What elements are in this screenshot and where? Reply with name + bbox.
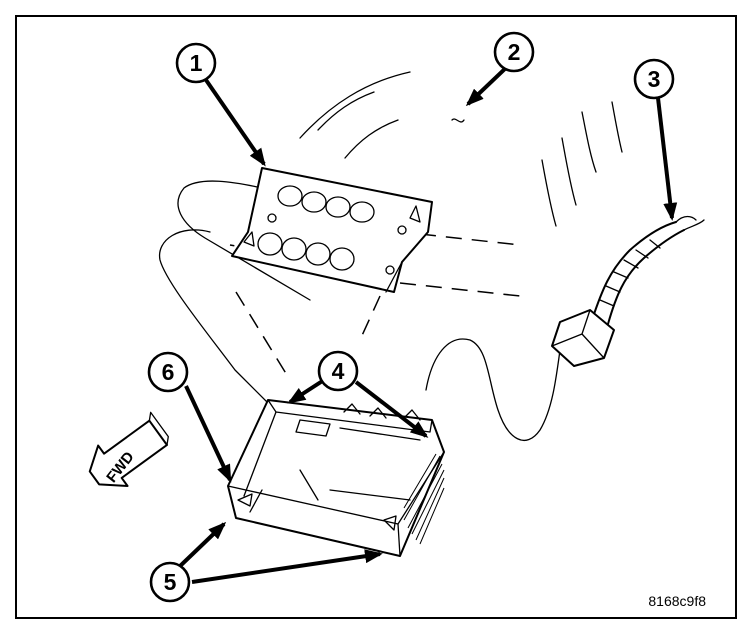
svg-text:3: 3 bbox=[648, 66, 661, 92]
svg-text:4: 4 bbox=[332, 358, 345, 384]
svg-text:6: 6 bbox=[162, 359, 175, 385]
callout-2: 2 bbox=[493, 31, 535, 73]
module-side-fins bbox=[403, 453, 445, 545]
figure-id: 8168c9f8 bbox=[648, 593, 706, 609]
callout-3: 3 bbox=[633, 58, 675, 100]
control-module bbox=[227, 399, 445, 557]
callout-6: 6 bbox=[147, 351, 189, 393]
svg-text:5: 5 bbox=[164, 569, 177, 595]
leader-arrows bbox=[176, 64, 678, 584]
forward-direction-arrow: FWD bbox=[88, 411, 169, 487]
callout-5: 5 bbox=[149, 561, 191, 603]
callout-4: 4 bbox=[317, 350, 359, 392]
windshield-glass bbox=[299, 71, 623, 227]
harness-routing-line-right bbox=[425, 338, 561, 442]
mounting-bracket bbox=[231, 167, 433, 293]
figure-frame bbox=[15, 15, 737, 619]
harness-routing-line bbox=[159, 180, 311, 411]
module-surface-details bbox=[237, 403, 421, 531]
svg-text:1: 1 bbox=[190, 50, 203, 76]
wiring-harness-connector bbox=[551, 215, 705, 367]
callout-1: 1 bbox=[175, 42, 217, 84]
svg-text:2: 2 bbox=[508, 39, 521, 65]
bracket-openings bbox=[243, 185, 421, 275]
